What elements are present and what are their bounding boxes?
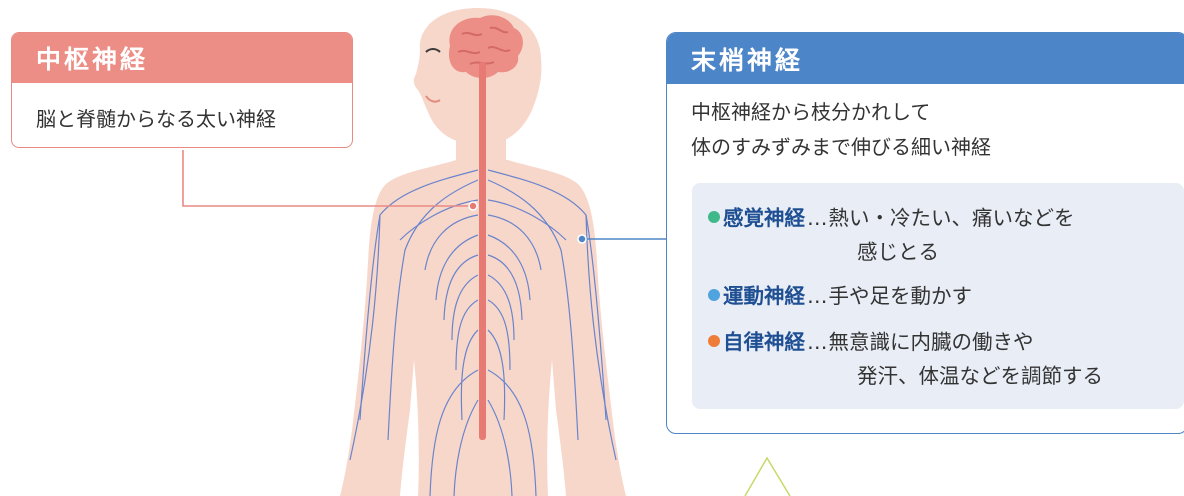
term-motor: 運動神経 <box>723 284 805 308</box>
green-dot-icon <box>708 211 720 223</box>
motor-desc-line1: 手や足を動かす <box>828 284 973 308</box>
ellipsis: … <box>807 284 827 308</box>
peripheral-description: 中枢神経から枝分かれして 体のすみずみまで伸びる細い神経 <box>667 84 1184 165</box>
central-nervous-card: 中枢神経 脳と脊髄からなる太い神経 <box>11 32 353 148</box>
peripheral-connector <box>577 234 667 244</box>
spinal-cord <box>479 62 486 440</box>
ellipsis: … <box>807 206 827 230</box>
nerve-type-autonomic: 自律神経 … 無意識に内臓の働きや 発汗、体温などを調節する <box>708 325 1103 389</box>
blue-dot-icon <box>708 289 720 301</box>
mouth-icon <box>425 95 441 103</box>
peripheral-nervous-card: 末梢神経 中枢神経から枝分かれして 体のすみずみまで伸びる細い神経 感覚神経 …… <box>666 32 1184 434</box>
ellipsis: … <box>807 330 827 354</box>
central-connector <box>182 150 478 211</box>
orange-dot-icon <box>708 335 720 347</box>
nerve-type-motor: 運動神経 … 手や足を動かす <box>708 279 972 309</box>
peripheral-nerves <box>349 169 617 496</box>
eye-icon <box>425 48 441 53</box>
term-sensory: 感覚神経 <box>723 206 805 230</box>
autonomic-desc-line1: 無意識に内臓の働きや <box>828 330 1034 354</box>
peripheral-title: 末梢神経 <box>667 33 1184 84</box>
peripheral-desc-line2: 体のすみずみまで伸びる細い神経 <box>691 135 991 159</box>
nerve-type-sensory: 感覚神経 … 熱い・冷たい、痛いなどを 感じとる <box>708 201 1075 265</box>
nerve-types-box: 感覚神経 … 熱い・冷たい、痛いなどを 感じとる 運動神経 … 手や足を動かす … <box>692 183 1184 409</box>
peripheral-desc-line1: 中枢神経から枝分かれして <box>691 100 931 124</box>
triangle-marker <box>744 456 791 496</box>
brain-icon <box>448 15 523 79</box>
central-title: 中枢神経 <box>12 33 352 83</box>
autonomic-desc-line2: 発汗、体温などを調節する <box>857 364 1103 388</box>
sensory-desc-line1: 熱い・冷たい、痛いなどを <box>828 206 1075 230</box>
central-description: 脳と脊髄からなる太い神経 <box>36 107 276 131</box>
sensory-desc-line2: 感じとる <box>857 240 939 264</box>
term-autonomic: 自律神経 <box>723 330 805 354</box>
